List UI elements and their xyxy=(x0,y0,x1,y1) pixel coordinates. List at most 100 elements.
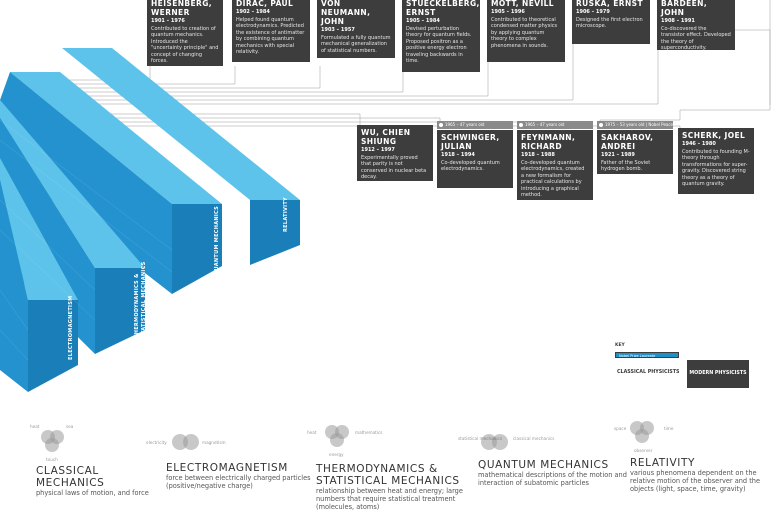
card-desc: Co-developed quantum electrodynamics. xyxy=(441,160,500,173)
field-em: ELECTROMAGNETISM force between electrica… xyxy=(166,462,311,490)
venn-label-sea: sea xyxy=(66,424,74,429)
card-name: HEISENBERG, WERNER xyxy=(151,0,213,17)
key-modern: MODERN PHYSICISTS xyxy=(687,360,749,388)
card-bardeen: BARDEEN, JOHN 1908 – 1991 Co-discovered … xyxy=(657,0,735,51)
card-scherk: SCHERK, JOEL 1946 – 1980 Contributed to … xyxy=(678,128,754,194)
card-wu: WU, CHIEN SHIUNG 1912 – 1997 Experimenta… xyxy=(357,125,433,181)
card-years: 1946 – 1980 xyxy=(682,141,716,147)
card-heisenberg: HEISENBERG, WERNER 1901 – 1976 Contribut… xyxy=(147,0,223,66)
card-years: 1912 – 1997 xyxy=(361,147,395,153)
card-years: 1905 – 1996 xyxy=(491,9,525,15)
card-years: 1921 – 1989 xyxy=(601,152,635,158)
venn-label-mathematics: mathematics xyxy=(355,430,382,435)
card-ruska: RUSKA, ERNST 1906 – 1979 Designed the fi… xyxy=(572,0,650,44)
card-years: 1918 – 1988 xyxy=(521,152,555,158)
card-desc: Contributed to founding M-theory through… xyxy=(682,149,750,188)
field-subtitle: force between electrically charged parti… xyxy=(166,474,311,490)
bar-quantum-top xyxy=(10,72,222,204)
card-desc: Experimentally proved that parity is not… xyxy=(361,155,427,181)
bar-thermo-front xyxy=(95,268,145,354)
venn-thermo: heat mathematics energy xyxy=(307,425,382,457)
bar-em-side xyxy=(0,180,28,392)
venn-label-magnetism: magnetism xyxy=(202,440,226,445)
field-title: QUANTUM MECHANICS xyxy=(478,459,609,471)
bar-grid xyxy=(0,119,173,361)
card-name: STUECKELBERG, ERNST xyxy=(406,0,480,17)
card-name: VON NEUMANN, JOHN xyxy=(321,0,371,26)
card-years: 1902 – 1984 xyxy=(236,9,270,15)
card-desc: Contributed to theoretical condensed mat… xyxy=(491,17,558,49)
venn-label-statmech: statistical mechanics xyxy=(458,436,502,441)
venn-label-touch: touch xyxy=(46,457,58,462)
field-title: RELATIVITY xyxy=(630,457,696,469)
card-stueckelberg: STUECKELBERG, ERNST 1905 – 1984 Devised … xyxy=(402,0,480,72)
card-sakharov: 1975 – 53 years old | Nobel Peace SAKHAR… xyxy=(597,121,673,174)
bar-quantum: QUANTUM MECHANICS xyxy=(0,72,222,294)
card-desc: Helped found quantum electrodynamics. Pr… xyxy=(236,17,305,56)
venn-quantum: statistical mechanics classical mechanic… xyxy=(458,434,554,450)
venn-label-space: space xyxy=(614,426,627,431)
card-desc: Formulated a fully quantum mechanical ge… xyxy=(321,35,391,54)
venn-classical: heat sea touch xyxy=(30,424,74,462)
bar-relativity-front xyxy=(250,200,300,265)
field-title: ELECTROMAGNETISM xyxy=(166,462,288,474)
venn-label-heat2: heat xyxy=(307,430,317,435)
key-nobel: Nobel Prize Laureate xyxy=(615,352,679,358)
card-schwinger: 1965 – 47 years old SCHWINGER, JULIAN 19… xyxy=(437,121,513,188)
card-desc: Devised perturbation theory for quantum … xyxy=(406,26,472,65)
card-name: SCHERK, JOEL xyxy=(682,131,746,140)
card-desc: Contributed to creation of quantum mecha… xyxy=(151,26,219,65)
card-name: BARDEEN, JOHN xyxy=(661,0,708,17)
card-name: SAKHAROV, ANDREI xyxy=(601,133,654,151)
card-desc: Co-developed quantum electrodynamics, cr… xyxy=(521,160,585,199)
card-name: SCHWINGER, JULIAN xyxy=(441,133,500,151)
key-title: KEY xyxy=(615,343,625,348)
field-relativity: RELATIVITY various phenomena dependent o… xyxy=(630,457,778,493)
venn-label-energy: energy xyxy=(329,452,344,457)
card-name: WU, CHIEN SHIUNG xyxy=(361,128,411,146)
field-subtitle: relationship between heat and energy; la… xyxy=(316,487,463,511)
bar-thermo-top xyxy=(0,100,145,268)
bar-relativity-top xyxy=(62,48,300,200)
bar-em-front xyxy=(28,300,78,392)
nobel-tag: 1975 – 53 years old | Nobel Peace xyxy=(597,121,673,129)
field-quantum: QUANTUM MECHANICS mathematical descripti… xyxy=(478,459,628,487)
venn-relativity: space time observer xyxy=(614,421,674,453)
venn-em: electricity magnetism xyxy=(146,434,226,450)
field-title: THERMODYNAMICS & STATISTICAL MECHANICS xyxy=(316,463,460,487)
venn-label-heat: heat xyxy=(30,424,40,429)
card-name: DIRAC, PAUL xyxy=(236,0,294,8)
nobel-tag: 1965 – 47 years old xyxy=(437,121,513,129)
field-thermo: THERMODYNAMICS & STATISTICAL MECHANICS r… xyxy=(316,463,476,511)
card-years: 1908 – 1991 xyxy=(661,18,695,24)
card-desc: Designed the first electron microscope. xyxy=(576,17,643,30)
bar-label-relativity: RELATIVITY xyxy=(283,197,289,232)
card-dirac: DIRAC, PAUL 1902 – 1984 Helped found qua… xyxy=(232,0,310,62)
bar-relativity: RELATIVITY xyxy=(62,48,300,265)
card-years: 1918 – 1994 xyxy=(441,152,475,158)
field-classical: CLASSICAL MECHANICS physical laws of mot… xyxy=(36,465,156,497)
bar-label-quantum: QUANTUM MECHANICS xyxy=(214,206,220,275)
bar-label-thermo-2: STATISTICAL MECHANICS xyxy=(141,261,147,338)
card-von-neumann: VON NEUMANN, JOHN 1903 – 1957 Formulated… xyxy=(317,0,395,58)
venn-label-time: time xyxy=(664,426,674,431)
venn-label-electricity: electricity xyxy=(146,440,167,445)
venn-label-observer: observer xyxy=(634,448,653,453)
card-years: 1903 – 1957 xyxy=(321,27,355,33)
bar-em-top xyxy=(0,158,78,300)
card-name: RUSKA, ERNST xyxy=(576,0,643,8)
card-years: 1901 – 1976 xyxy=(151,18,185,24)
card-name: MOTT, NEVILL xyxy=(491,0,554,8)
venn-label-classmech: classical mechanics xyxy=(513,436,554,441)
bar-label-thermo-1: THERMODYNAMICS & xyxy=(134,273,140,338)
card-desc: Father of the Soviet hydrogen bomb. xyxy=(601,160,651,173)
bar-electromagnetism: ELECTROMAGNETISM xyxy=(0,158,78,392)
field-title: CLASSICAL MECHANICS xyxy=(36,465,105,489)
bar-quantum-side xyxy=(0,72,172,294)
key-classical: CLASSICAL PHYSICISTS xyxy=(617,370,680,375)
card-name: FEYNMANN, RICHARD xyxy=(521,133,576,151)
bar-label-em: ELECTROMAGNETISM xyxy=(68,296,74,360)
field-subtitle: various phenomena dependent on the relat… xyxy=(630,469,761,493)
